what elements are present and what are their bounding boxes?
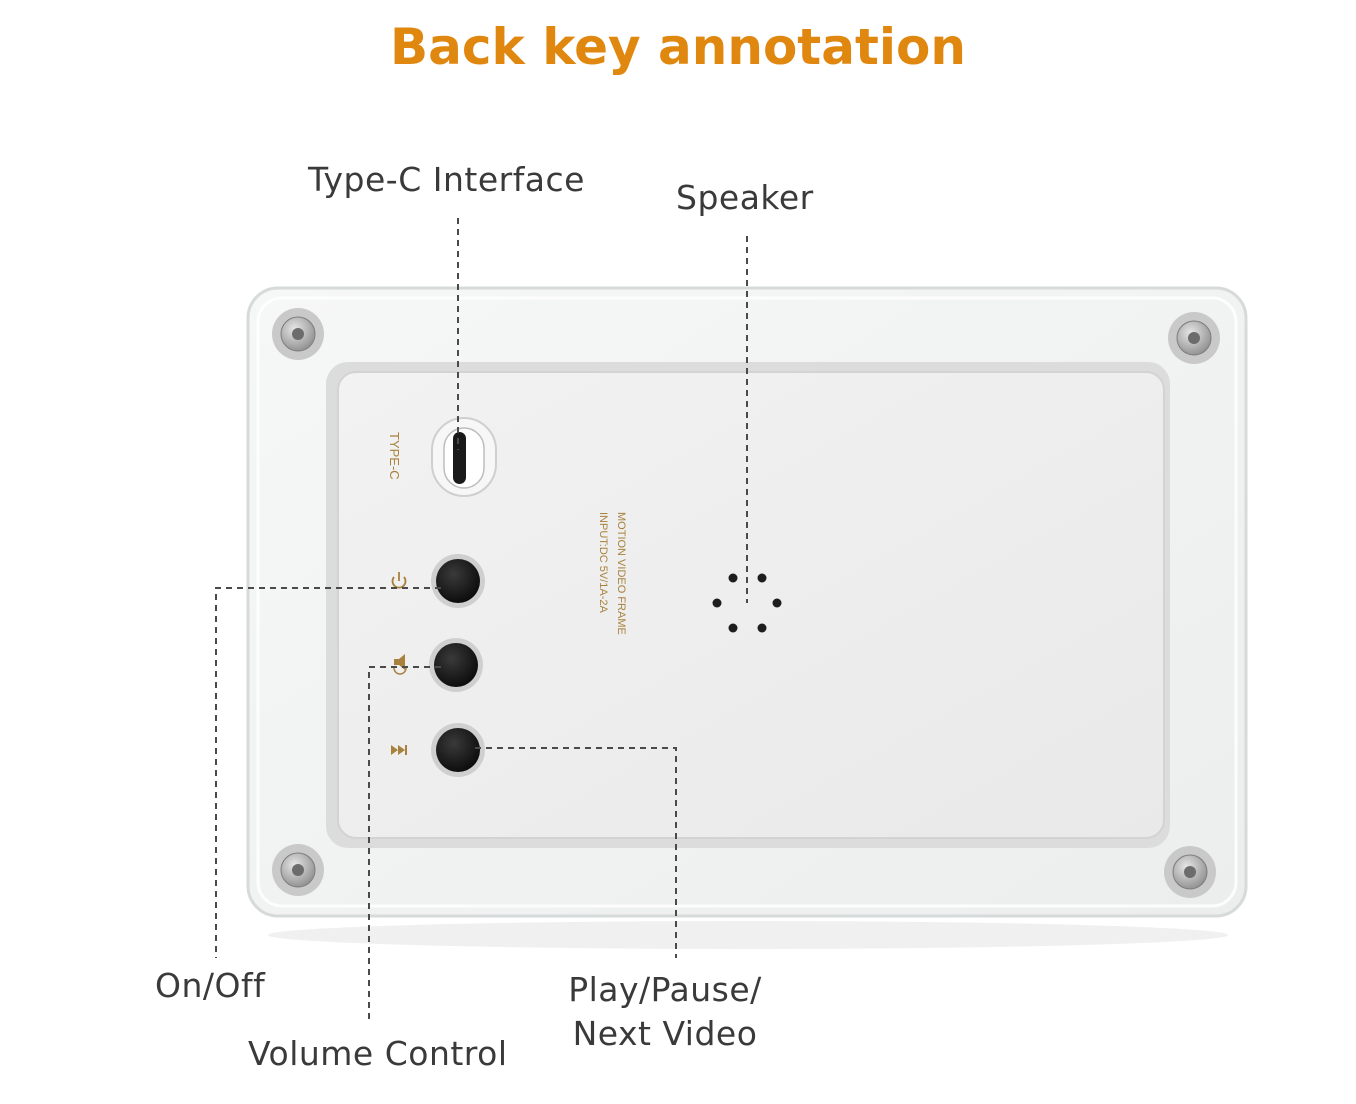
power-button (431, 554, 485, 608)
volume-button (429, 638, 483, 692)
leader-on-off (215, 587, 441, 958)
page-title: Back key annotation (390, 18, 966, 76)
type-c-print: TYPE-C (387, 432, 402, 480)
play-next-button (431, 723, 485, 777)
leader-play (475, 747, 677, 958)
back-panel (326, 362, 1170, 848)
screw-top-left (272, 308, 324, 360)
leader-lines (215, 218, 748, 1022)
screw-bottom-left (272, 844, 324, 896)
screw-top-right (1168, 312, 1220, 364)
label-volume-control: Volume Control (248, 1034, 508, 1073)
power-icon (391, 572, 407, 589)
speaker-grill (712, 573, 782, 633)
product-name-print: MOTION VIDEO FRAME (615, 512, 627, 635)
label-speaker: Speaker (676, 178, 814, 217)
screw-bottom-right (1164, 846, 1216, 898)
input-spec-print: INPUT:DC 5V/1A-2A (597, 512, 609, 613)
leader-volume (368, 666, 441, 1022)
next-track-icon (391, 745, 407, 755)
label-play-pause-line1: Play/Pause/ (568, 970, 762, 1009)
type-c-port (431, 417, 497, 497)
label-play-pause-line2: Next Video (572, 1014, 758, 1053)
label-on-off: On/Off (155, 966, 266, 1005)
label-type-c-interface: Type-C Interface (308, 160, 585, 199)
